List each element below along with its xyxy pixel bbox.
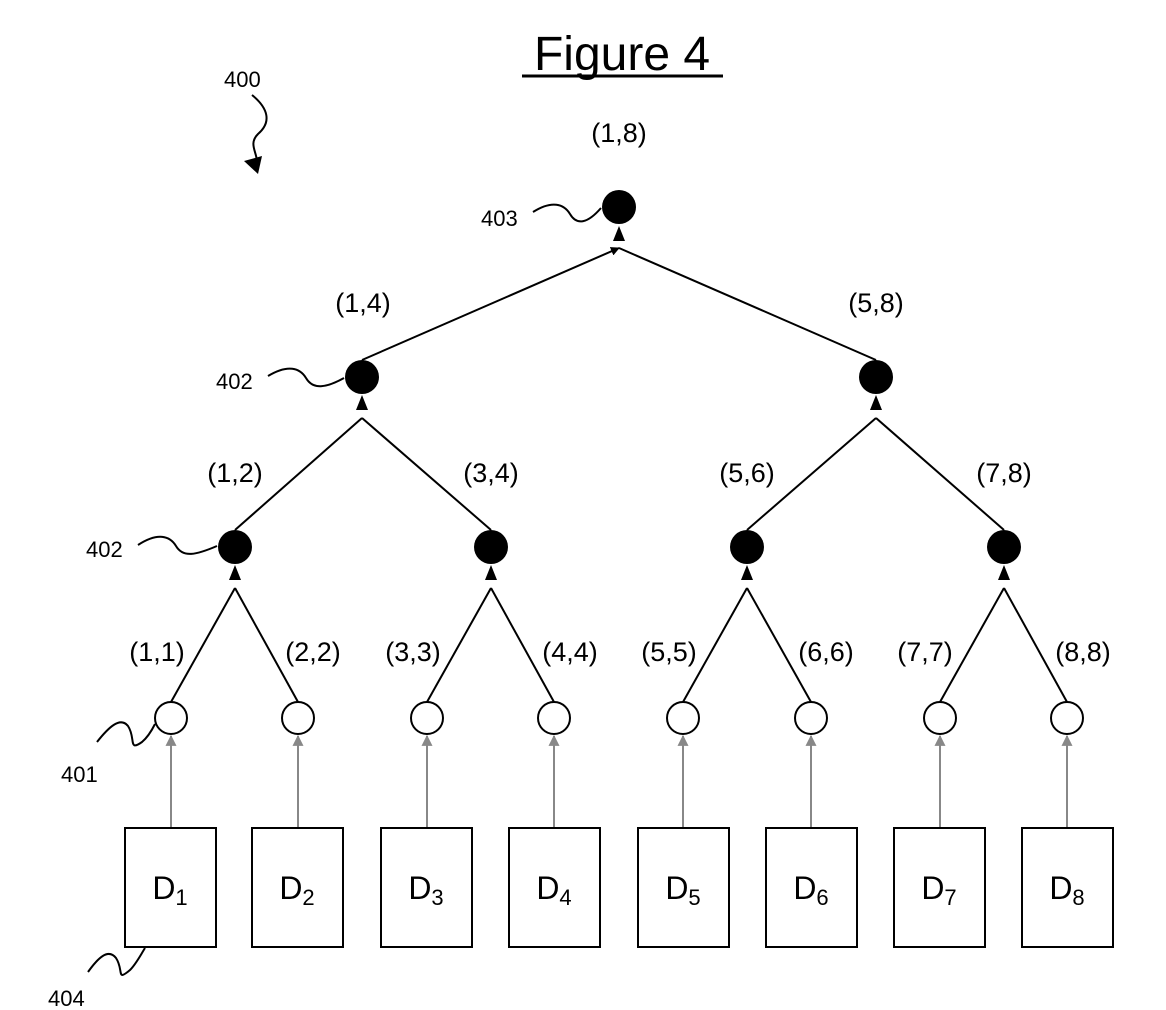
data-blocks [125, 828, 1113, 947]
arrowhead-56 [741, 565, 753, 580]
data-block-2-sub: 2 [302, 885, 314, 910]
node-56 [730, 530, 764, 564]
level2-ref-label: 402 [216, 369, 253, 394]
node-56-label: (5,6) [719, 458, 775, 488]
leaf-node-1 [155, 702, 187, 734]
data-block-3-letter: D [408, 870, 431, 906]
data-block-7-sub: 7 [944, 885, 956, 910]
edge-58-to-root [619, 248, 876, 360]
leaf-node-2 [282, 702, 314, 734]
inner-node-arrowheads [229, 226, 1010, 580]
arrowhead-14 [356, 395, 368, 410]
data-arrows [171, 736, 1067, 828]
figure-ref-label: 400 [224, 67, 261, 92]
leaf-8-label: (8,8) [1055, 637, 1111, 667]
node-78 [987, 530, 1021, 564]
leaf-node-8 [1051, 702, 1083, 734]
level2-ref-squiggle [268, 369, 344, 387]
figure-title: Figure 4 [534, 28, 710, 81]
data-block-1-letter: D [152, 870, 175, 906]
leaf-node-6 [795, 702, 827, 734]
root-label: (1,8) [591, 118, 647, 148]
level3-ref-label: 402 [86, 537, 123, 562]
arrowhead-78 [998, 565, 1010, 580]
inner-nodes [218, 190, 1021, 564]
data-block-5-sub: 5 [688, 885, 700, 910]
figure-ref-arrowhead [244, 156, 262, 174]
root-ref-label: 403 [481, 206, 518, 231]
leaf-3-label: (3,3) [385, 637, 441, 667]
arrowhead-58 [870, 395, 882, 410]
node-14 [345, 360, 379, 394]
data-block-8-letter: D [1049, 870, 1072, 906]
leaf-node-4 [538, 702, 570, 734]
node-58 [859, 360, 893, 394]
node-12 [218, 530, 252, 564]
arrowhead-34 [485, 565, 497, 580]
leaf-node-7 [924, 702, 956, 734]
tree-edges [171, 248, 1067, 702]
data-block-8-sub: 8 [1072, 885, 1084, 910]
arrowhead-12 [229, 565, 241, 580]
data-block-3-sub: 3 [431, 885, 443, 910]
leaf-node-5 [667, 702, 699, 734]
leaf-5-label: (5,5) [641, 637, 697, 667]
root-node [602, 190, 636, 224]
data-block-7-letter: D [921, 870, 944, 906]
edge-14-to-root [362, 248, 619, 360]
leaf-nodes [155, 702, 1083, 734]
data-block-4-sub: 4 [559, 885, 571, 910]
arrowhead-root [613, 226, 625, 241]
data-block-6-sub: 6 [816, 885, 828, 910]
leaf-ref-label: 401 [61, 762, 98, 787]
node-78-label: (7,8) [976, 458, 1032, 488]
node-14-label: (1,4) [335, 288, 391, 318]
level3-ref-squiggle [138, 537, 217, 554]
leaf-7-label: (7,7) [897, 637, 953, 667]
block-ref-label: 404 [48, 986, 85, 1010]
node-58-label: (5,8) [848, 288, 904, 318]
root-ref-squiggle [533, 205, 601, 222]
node-12-label: (1,2) [207, 458, 263, 488]
leaf-2-label: (2,2) [285, 637, 341, 667]
node-34-label: (3,4) [463, 458, 519, 488]
data-block-1-sub: 1 [175, 885, 187, 910]
leaf-6-label: (6,6) [798, 637, 854, 667]
data-block-6-letter: D [793, 870, 816, 906]
node-34 [474, 530, 508, 564]
data-block-4-letter: D [536, 870, 559, 906]
data-block-5-letter: D [665, 870, 688, 906]
leaf-ref-squiggle [97, 722, 155, 745]
block-ref-squiggle [88, 948, 145, 975]
leaf-1-label: (1,1) [129, 637, 185, 667]
leaf-node-3 [411, 702, 443, 734]
data-block-2-letter: D [279, 870, 302, 906]
leaf-4-label: (4,4) [542, 637, 598, 667]
